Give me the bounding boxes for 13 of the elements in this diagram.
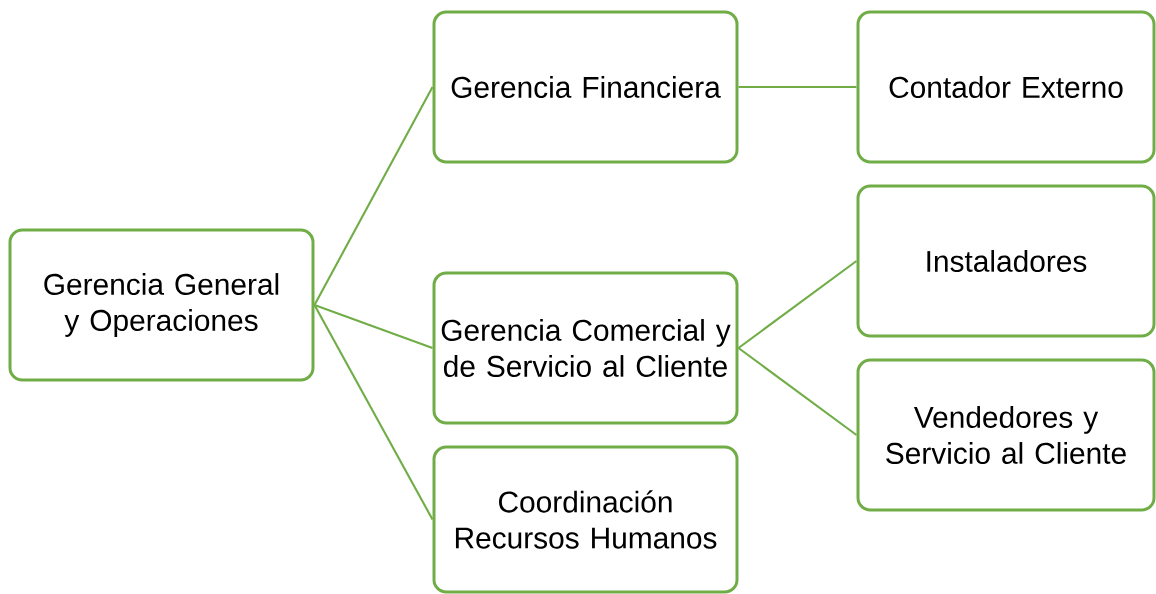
connector-line xyxy=(313,86,434,306)
connector-line xyxy=(737,260,858,349)
connector-line xyxy=(738,85,857,89)
org-box: Vendedores y Servicio al Cliente xyxy=(856,358,1156,512)
connector-line xyxy=(313,304,434,520)
org-box: Coordinación Recursos Humanos xyxy=(432,445,739,594)
org-box: Contador Externo xyxy=(856,10,1156,164)
org-box: Instaladores xyxy=(856,184,1156,338)
org-box: Gerencia Financiera xyxy=(432,10,739,164)
org-box: Gerencia Comercial y de Servicio al Cliente xyxy=(432,271,739,425)
connector-line xyxy=(737,347,858,436)
org-box: Gerencia General y Operaciones xyxy=(8,228,315,382)
connector-line xyxy=(314,304,433,349)
